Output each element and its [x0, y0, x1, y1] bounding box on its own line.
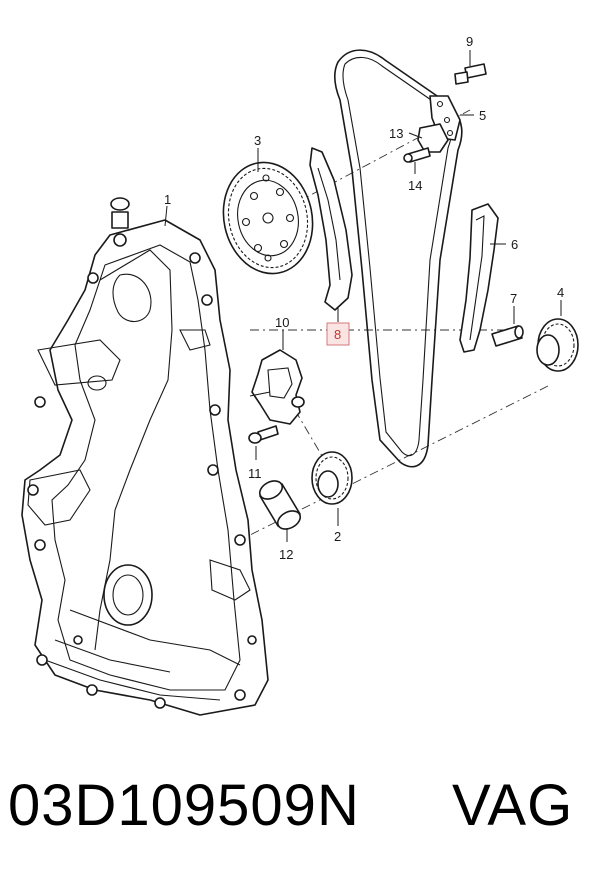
callout-8: 8: [334, 327, 341, 342]
pin-7: [491, 325, 524, 347]
callout-13: 13: [389, 126, 403, 141]
leader-lines: [164, 50, 562, 542]
callout-1: 1: [164, 192, 171, 207]
timing-cover-housing: [21, 197, 269, 716]
callout-numbers: 1 3 9 5 13 14 6 7 4 8 10 11 12 2: [164, 34, 564, 562]
bracket-13: [417, 123, 449, 153]
timing-chain: [334, 49, 463, 468]
bolt-9: [454, 63, 487, 85]
camshaft-sprocket: [222, 161, 314, 275]
chain-guide-rail: [309, 147, 353, 311]
highlight-box-8: [326, 322, 350, 346]
footer: 03D109509N VAG: [0, 772, 600, 852]
bushing-12: [258, 480, 302, 530]
callout-11: 11: [248, 466, 262, 481]
housing-bolt-holes: [27, 233, 257, 709]
callout-3: 3: [254, 133, 261, 148]
tensioner-assembly-10: [249, 349, 305, 425]
callout-7: 7: [510, 291, 517, 306]
callout-9: 9: [466, 34, 473, 49]
crankshaft-sprocket: [311, 451, 353, 505]
callout-10: 10: [275, 315, 289, 330]
bolt-11: [248, 425, 279, 444]
sprocket-4: [536, 318, 579, 372]
bolt-14: [403, 147, 431, 163]
brand-label: VAG: [452, 773, 574, 838]
part-number: 03D109509N: [8, 773, 360, 838]
callout-14: 14: [408, 178, 422, 193]
callout-4: 4: [557, 285, 564, 300]
callout-12: 12: [279, 547, 293, 562]
tensioner-rail-6: [459, 203, 499, 353]
callout-6: 6: [511, 237, 518, 252]
callout-2: 2: [334, 529, 341, 544]
callout-5: 5: [479, 108, 486, 123]
